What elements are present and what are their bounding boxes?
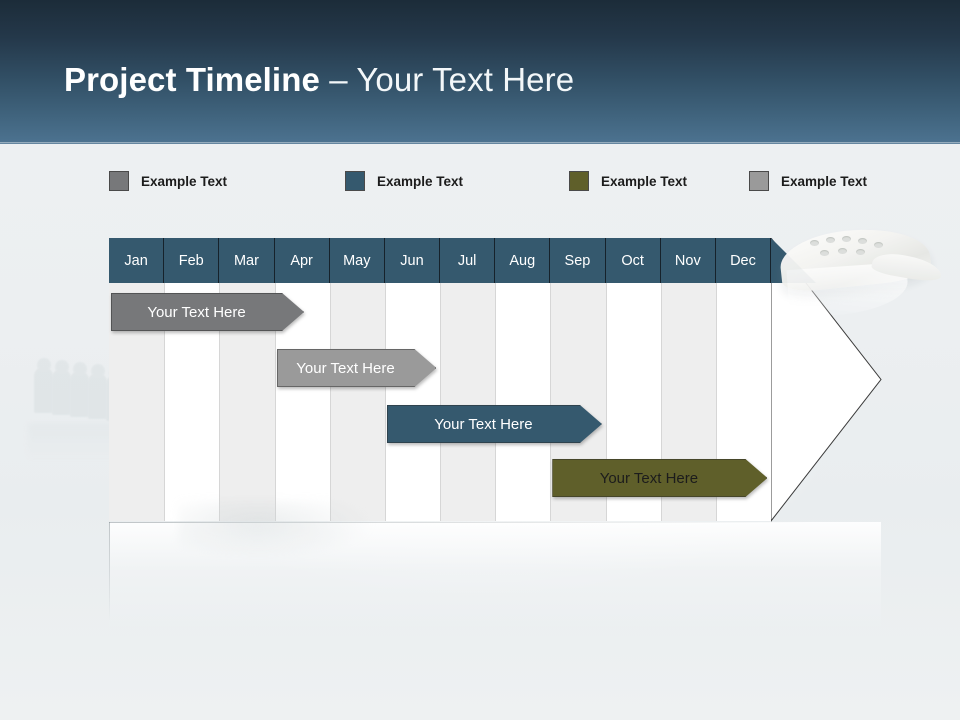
column-jul: Jul [440,238,496,521]
month-header-jan: Jan [109,238,165,283]
month-header-may: May [329,238,385,283]
timeline-chart: Jan Feb Mar Apr May Jun Jul Aug Sep Oct … [109,238,772,521]
legend-swatch-icon [345,171,365,191]
column-aug: Aug [495,238,551,521]
legend-item-4[interactable]: Example Text [749,168,867,194]
legend-label: Example Text [781,173,868,189]
banner-hairline [0,142,960,144]
column-jan: Jan [109,238,165,521]
timeline-bar-2[interactable]: Your Text Here [276,349,437,387]
legend-item-1[interactable]: Example Text [109,168,227,194]
legend-label: Example Text [141,173,228,189]
month-header-oct: Oct [605,238,661,283]
month-header-mar: Mar [219,238,275,283]
page-title-strong: Project Timeline [64,61,320,98]
legend-item-3[interactable]: Example Text [569,168,687,194]
month-header-nov: Nov [660,238,716,283]
legend-swatch-icon [569,171,589,191]
bar-arrow-shape [276,349,437,387]
month-header-feb: Feb [164,238,220,283]
timeline-bar-3[interactable]: Your Text Here [386,405,602,443]
month-header-sep: Sep [550,238,606,283]
month-header-apr: Apr [274,238,330,283]
white-shell-photo [777,222,945,319]
figurines-photo [10,335,125,461]
legend-swatch-icon [749,171,769,191]
legend: Example Text Example Text Example Text E… [109,168,867,196]
bar-label: Your Text Here [147,303,246,321]
bar-arrow-shape [386,405,602,443]
timeline-arrow-head [771,238,882,522]
legend-item-2[interactable]: Example Text [345,168,463,194]
chart-reflection [109,522,881,630]
month-header-jun: Jun [384,238,441,283]
bar-label: Your Text Here [599,469,699,487]
month-header-jul: Jul [440,238,496,283]
page-title-light: – Your Text Here [319,61,575,98]
timeline-bar-1[interactable]: Your Text Here [111,293,305,331]
legend-swatch-icon [109,171,129,191]
legend-label: Example Text [601,173,688,189]
bar-label: Your Text Here [296,359,395,377]
bar-arrow-shape [111,293,305,331]
column-mar: Mar [219,238,275,521]
legend-label: Example Text [377,173,464,189]
bar-label: Your Text Here [434,415,533,433]
month-header-aug: Aug [495,238,551,283]
header-banner: Project Timeline – Your Text Here [0,0,960,144]
bar-arrow-shape [552,459,768,497]
page-title: Project Timeline – Your Text Here [64,58,574,102]
timeline-bar-4[interactable]: Your Text Here [552,459,768,497]
month-header-dec: Dec [715,238,772,283]
column-feb: Feb [164,238,220,521]
